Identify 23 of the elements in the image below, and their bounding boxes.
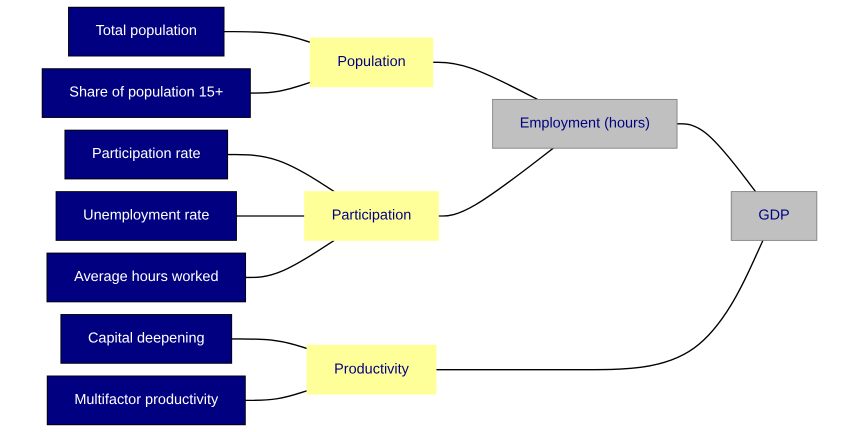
node-box: GDP [730,191,818,241]
connector [246,240,335,278]
node-box: Productivity [306,344,436,394]
connector [245,390,308,402]
node-box: Multifactor productivity [46,376,246,426]
connector [438,148,554,217]
connector [232,338,308,350]
node-box: Employment (hours) [492,98,678,149]
node-box: Unemployment rate [56,191,237,241]
connector [432,62,538,100]
node-box: Participation [304,191,439,241]
node-box: Capital deepening [60,314,232,364]
node-box: Share of population 15+ [42,68,251,118]
connector [250,82,310,94]
node-box: Population [310,38,434,88]
node-box: Participation rate [64,130,228,180]
node-box: Total population [68,6,224,56]
connector [236,215,305,217]
node-box: Average hours worked [46,252,246,302]
connector [436,240,764,370]
connector [677,123,756,192]
connector [224,30,310,43]
connector [228,154,335,192]
